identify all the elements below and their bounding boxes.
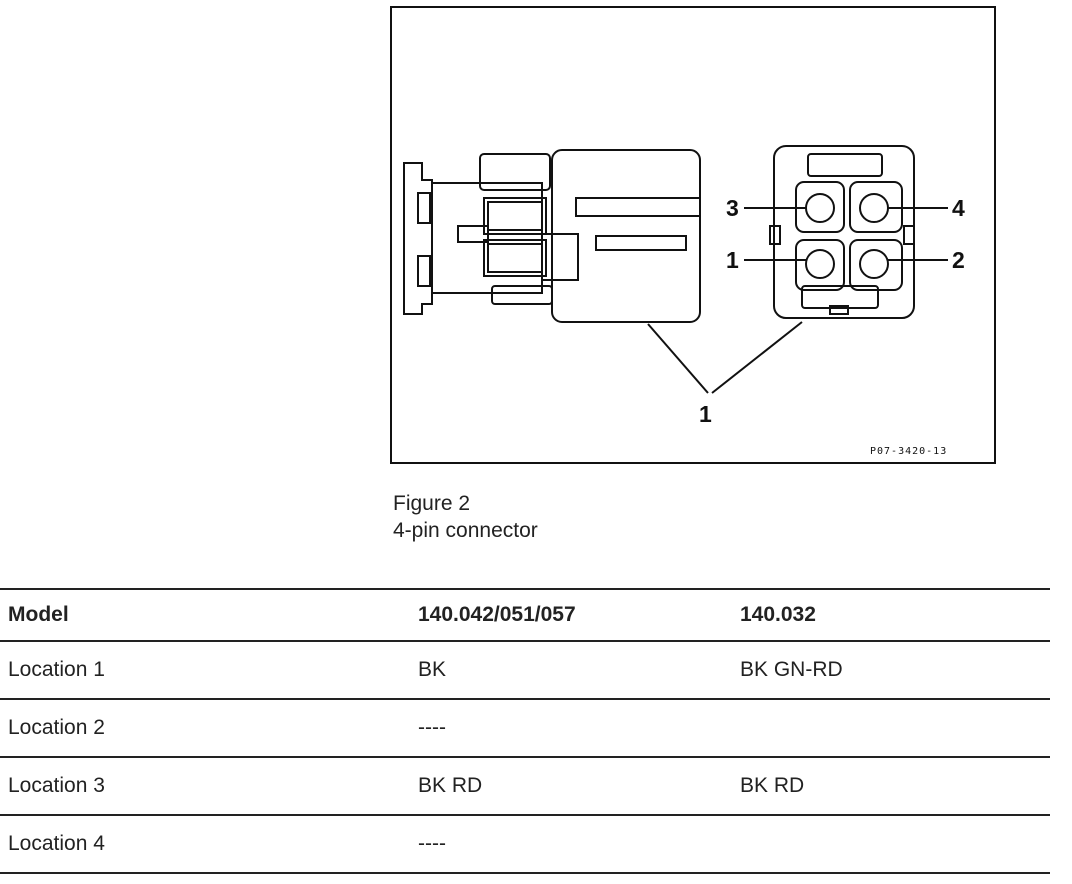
caption-subtitle: 4-pin connector [393,519,538,542]
wire-color-table: Model 140.042/051/057 140.032 Location 1… [0,588,1050,874]
caption-title: Figure 2 [393,492,471,515]
pin-label-2: 2 [952,247,965,273]
table-row: Location 2 ---- [0,699,1050,758]
row-value-b [740,699,1050,758]
row-value-a: BK [418,641,740,700]
figure-caption: Figure 2 4-pin connector [393,490,538,544]
connector-face-view [769,145,915,319]
row-value-b: BK GN-RD [740,641,1050,700]
callout-label: 1 [699,401,712,427]
connector-side-view [403,149,701,323]
callout-leader-left [647,323,709,394]
table-header-row: Model 140.042/051/057 140.032 [0,588,1050,642]
row-value-a: ---- [418,699,740,758]
pin-label-4: 4 [952,195,965,221]
row-value-b [740,815,1050,874]
row-location: Location 1 [0,641,418,700]
row-value-a: ---- [418,815,740,874]
pin-label-3: 3 [726,195,739,221]
header-model-b: 140.032 [740,588,1050,642]
header-model: Model [0,588,418,642]
row-value-b: BK RD [740,757,1050,816]
row-location: Location 2 [0,699,418,758]
row-value-a: BK RD [418,757,740,816]
pin-label-1: 1 [726,247,739,273]
table-row: Location 4 ---- [0,815,1050,874]
callout-leader-right [711,321,803,394]
row-location: Location 3 [0,757,418,816]
row-location: Location 4 [0,815,418,874]
connector-drawing: 3 4 1 2 1 P07-3420-13 [403,145,965,457]
figure-code: P07-3420-13 [870,446,947,457]
table-row: Location 1 BK BK GN-RD [0,641,1050,700]
table-row: Location 3 BK RD BK RD [0,757,1050,816]
connector-figure: 3 4 1 2 1 P07-3420-13 [390,6,996,464]
header-model-a: 140.042/051/057 [418,588,740,642]
